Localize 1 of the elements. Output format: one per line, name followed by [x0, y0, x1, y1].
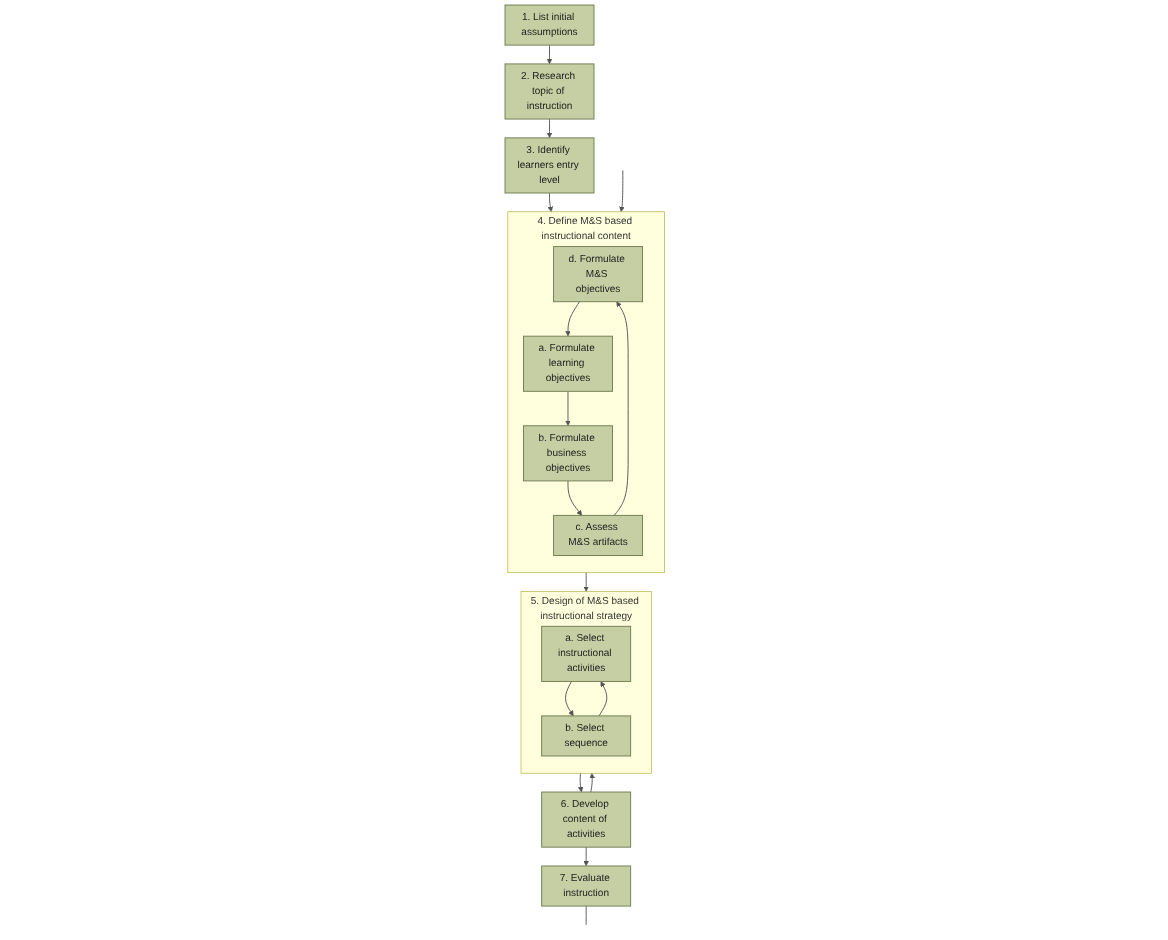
- connector: [584, 905, 586, 926]
